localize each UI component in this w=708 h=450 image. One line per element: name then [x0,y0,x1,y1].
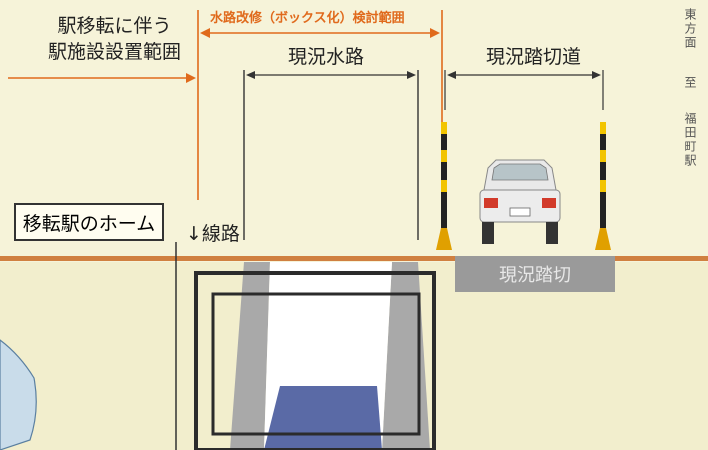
box-culvert-outer [194,271,436,450]
direction-east: 東方面 [683,8,697,50]
study-range-arrow-left [200,28,210,38]
partial-figure [0,339,37,450]
relocated-platform-label: 移転駅のホーム [14,203,164,241]
existing-crossing-label: 現況踏切 [455,256,615,292]
road-dim-arrow-left [447,71,456,79]
crossing-pole-left [436,122,452,250]
existing-crossing-road-label: 現況踏切道 [486,46,582,68]
crossing-pole-right [595,122,611,250]
study-range-arrow-right [430,28,440,38]
channel-wall-left [230,262,270,450]
direction-to: 至 [683,76,697,90]
facility-range-arrowhead [186,73,196,83]
rail-line [0,256,708,261]
channel-dim-arrow-right [407,71,416,79]
study-range-label: 水路改修（ボックス化）検討範囲 [210,11,405,26]
existing-channel-label: 現況水路 [288,46,365,68]
channel-water [264,386,382,450]
channel-dim-arrow-left [246,71,255,79]
track-label: ↓線路 [186,223,240,245]
direction-station: 福田町駅 [683,112,697,168]
station-facility-label: 駅移転に伴う 駅施設設置範囲 [48,15,182,63]
car-illustration [479,159,561,244]
box-culvert-inner [211,292,421,436]
road-dim-arrow-right [592,71,601,79]
